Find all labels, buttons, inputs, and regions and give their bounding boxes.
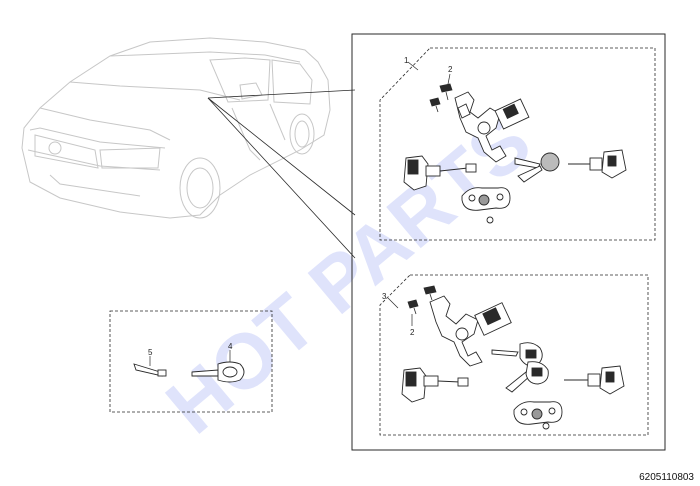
car-illustration	[21, 37, 331, 219]
callout-3: 3	[382, 292, 387, 301]
door-lock-cylinder-upper-left	[403, 155, 477, 191]
key-blade-item-5	[133, 363, 167, 377]
callout-2b: 2	[410, 328, 415, 337]
door-lock-cylinder-lower-left	[401, 367, 469, 403]
gasket-lower	[513, 401, 563, 430]
callout-4: 4	[228, 342, 233, 351]
callout-2a: 2	[448, 65, 453, 74]
remote-key-lower	[491, 342, 549, 393]
callout-2a-leader	[447, 73, 451, 85]
key-panel	[109, 310, 273, 413]
lower-panel	[379, 274, 649, 436]
key-blank-upper	[514, 152, 560, 183]
trunk-lock-lower-right	[564, 365, 625, 395]
callout-5: 5	[148, 348, 153, 357]
callout-3-leader	[387, 297, 399, 309]
key-item-4	[191, 361, 245, 383]
leader-lines	[207, 89, 356, 259]
screw-upper-1	[439, 83, 453, 101]
screw-lower-2	[407, 299, 419, 315]
gasket-upper	[461, 187, 511, 224]
trunk-lock-upper-right	[568, 149, 627, 179]
callout-1: 1	[404, 56, 409, 65]
document-number: 6205110803	[639, 472, 694, 483]
callout-1-leader	[407, 61, 419, 71]
ignition-switch-lower	[429, 295, 512, 367]
screw-upper-2	[429, 97, 441, 113]
upper-panel	[379, 47, 656, 241]
screw-lower-1	[423, 285, 437, 301]
main-frame	[351, 33, 666, 451]
ignition-switch-upper	[454, 91, 530, 163]
